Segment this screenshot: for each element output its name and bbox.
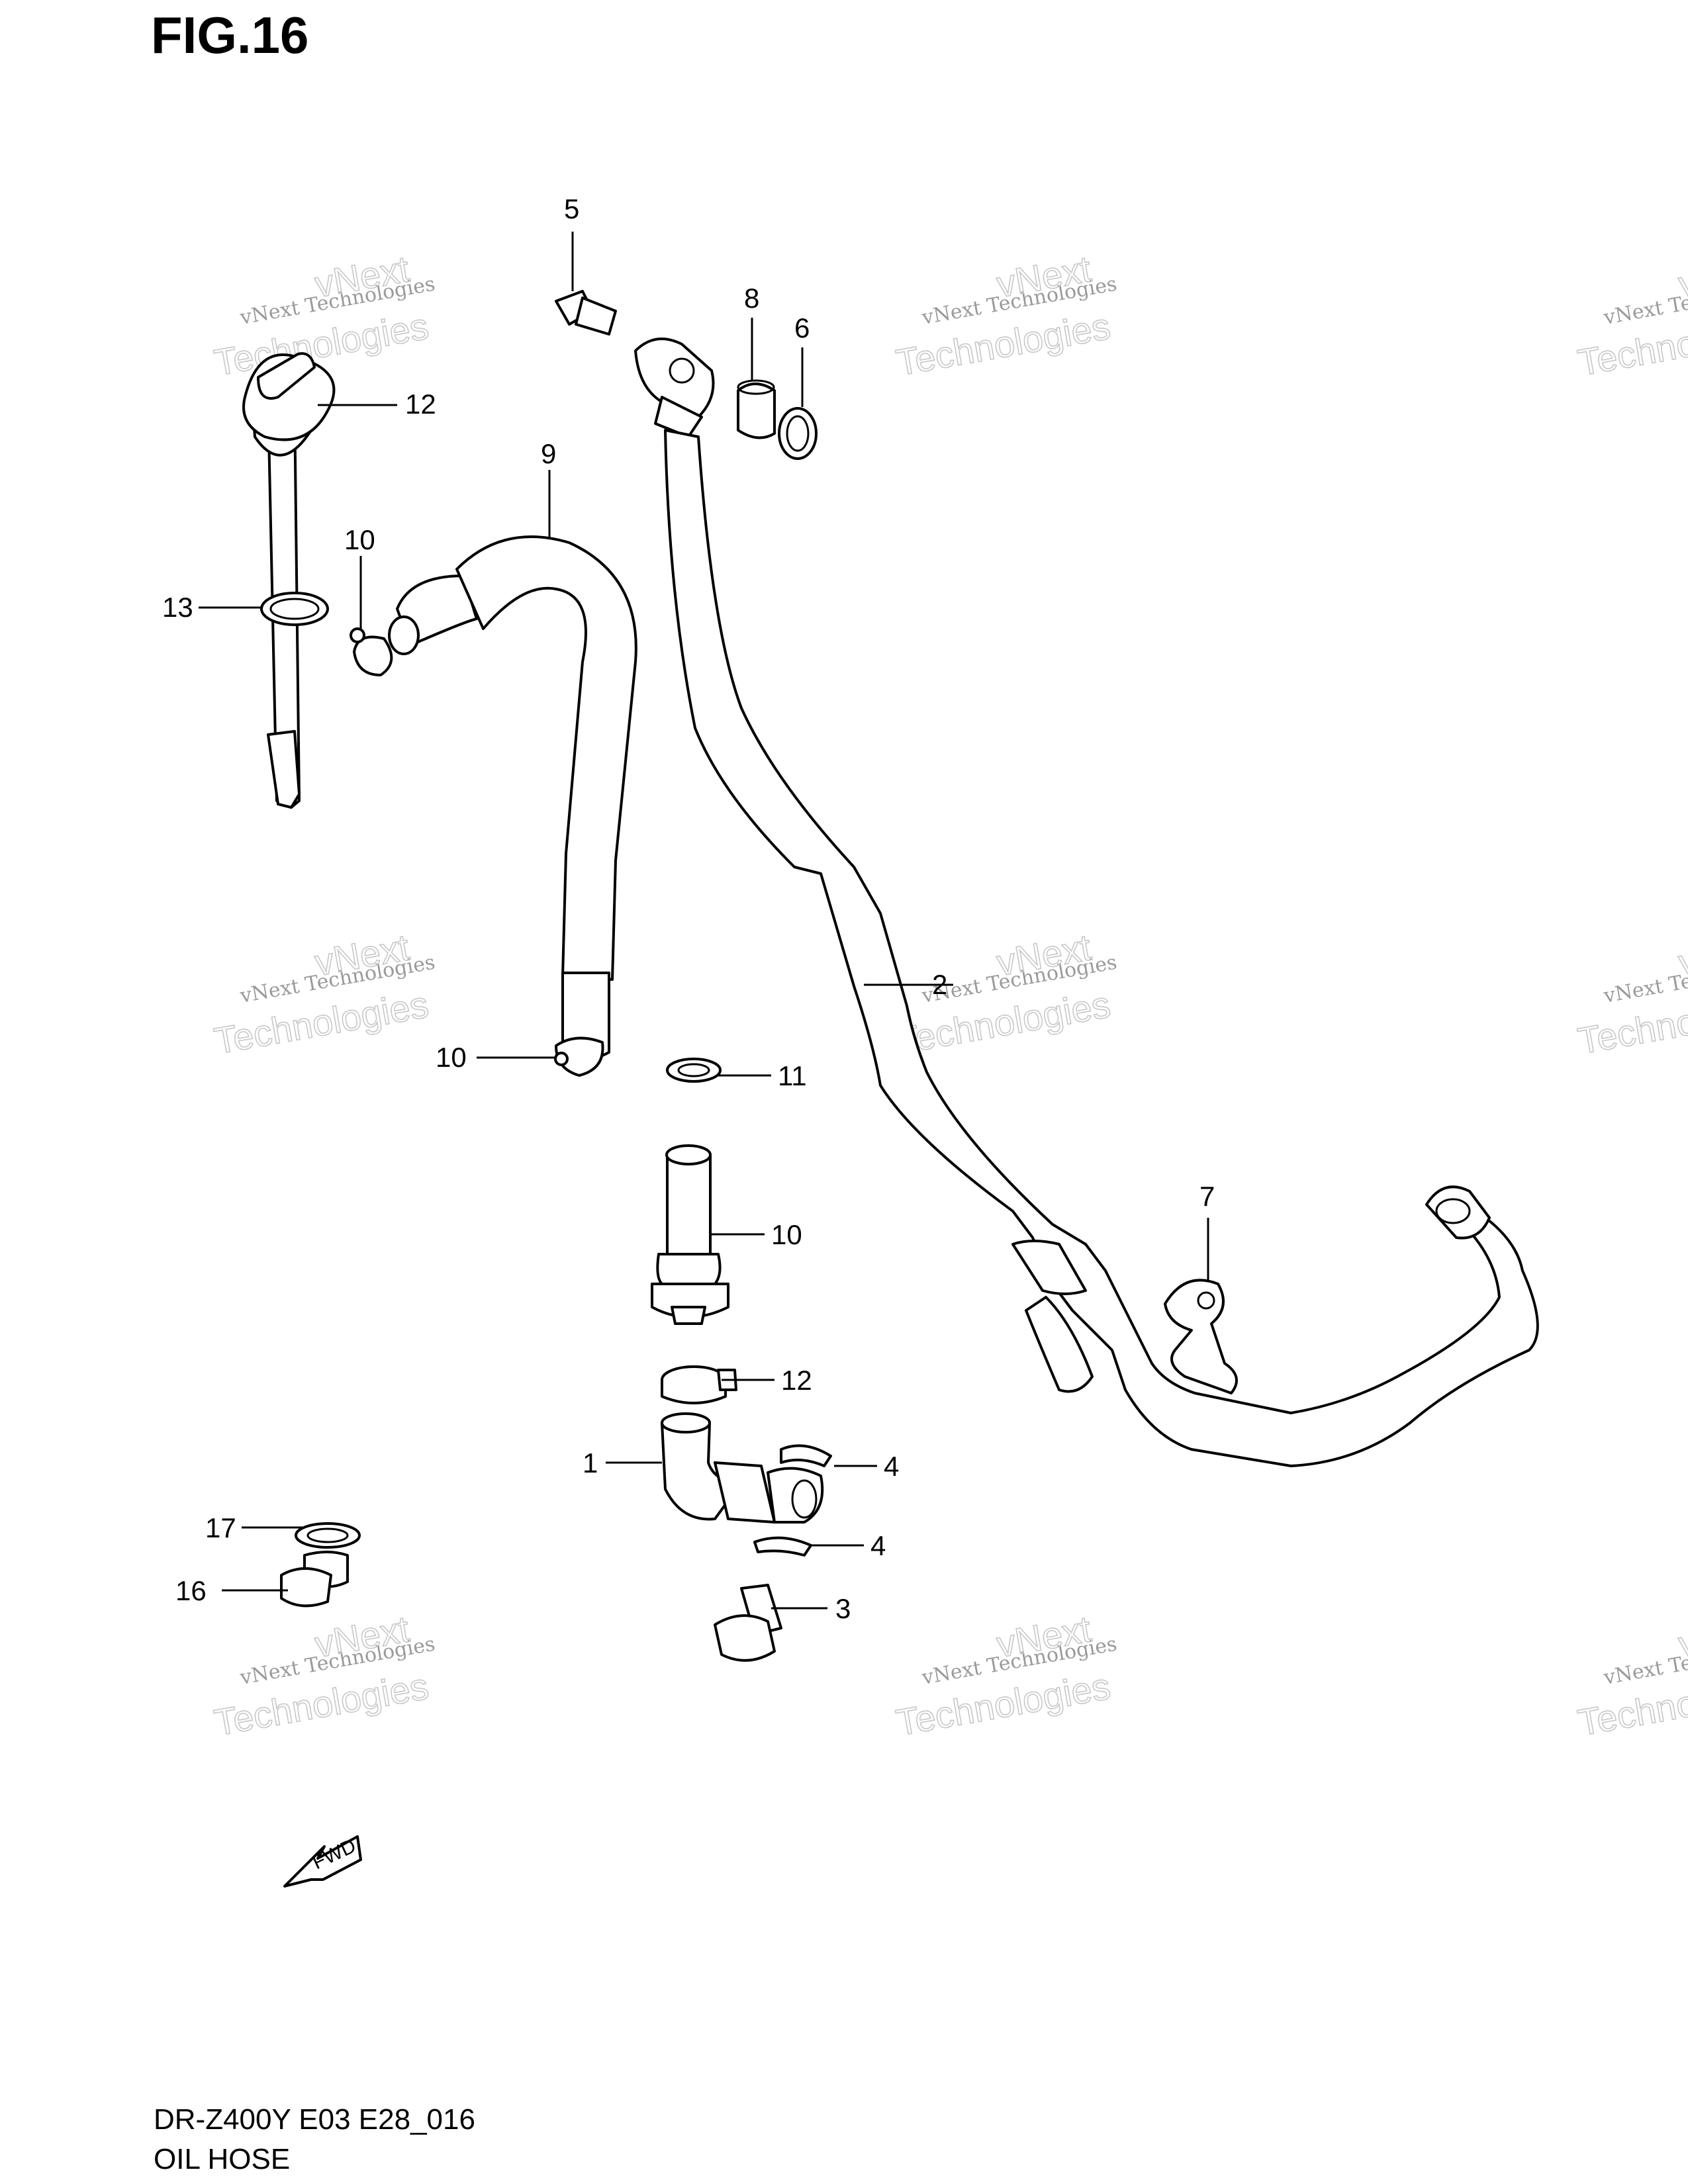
callout-labels: 5 8 6 12 9 10 13 2 10 11 10 7 12 1 4 4 3… [162,193,1215,1624]
watermark-text: vNext Technologies [1601,1633,1688,1690]
callout-13: 12 [781,1365,812,1396]
callout-7: 7 [1199,1181,1215,1212]
callout-1: 1 [583,1447,598,1479]
callout-12: 11 [778,1060,807,1091]
callout-3: 3 [835,1593,851,1624]
section-name: OIL HOSE [154,2143,290,2176]
callout-11: 10 [771,1219,802,1250]
top-union-fitting [555,290,818,460]
callout-17: 17 [205,1512,236,1543]
oil-pipe-long [664,429,1539,1467]
watermark-text: vNext Technologies [1601,951,1688,1008]
model-code: DR-Z400Y E03 E28_016 [154,2103,475,2136]
dipstick-assembly [242,352,336,809]
callout-4-upper: 4 [884,1451,899,1482]
callout-14: 12 [405,388,436,420]
oil-pressure-switch [651,1058,729,1325]
watermark-text: vNext Technologies [1601,273,1688,330]
hose-clamp-lower [661,1365,737,1404]
callout-2: 2 [932,969,947,1000]
pipe-clamp [1164,1279,1238,1394]
figure-title: FIG.16 [151,6,309,64]
callout-5: 5 [564,193,579,224]
oil-hose-bent [388,535,637,1060]
callout-8: 8 [744,283,759,314]
fwd-direction-arrow: FWD [283,1835,362,1888]
callout-15: 13 [162,592,193,623]
section-name-text: OIL HOSE [154,2143,291,2175]
callout-4-lower: 4 [870,1530,886,1561]
leader-lines [199,232,1209,1610]
callout-10-lower: 10 [436,1042,467,1073]
hose-clamps [350,627,604,1077]
callout-16: 16 [175,1575,207,1606]
callout-6: 6 [794,312,810,343]
drain-plug [280,1522,361,1608]
callout-10-upper: 10 [344,524,375,555]
callout-9: 9 [541,438,556,469]
lower-union-hose [661,1412,832,1662]
